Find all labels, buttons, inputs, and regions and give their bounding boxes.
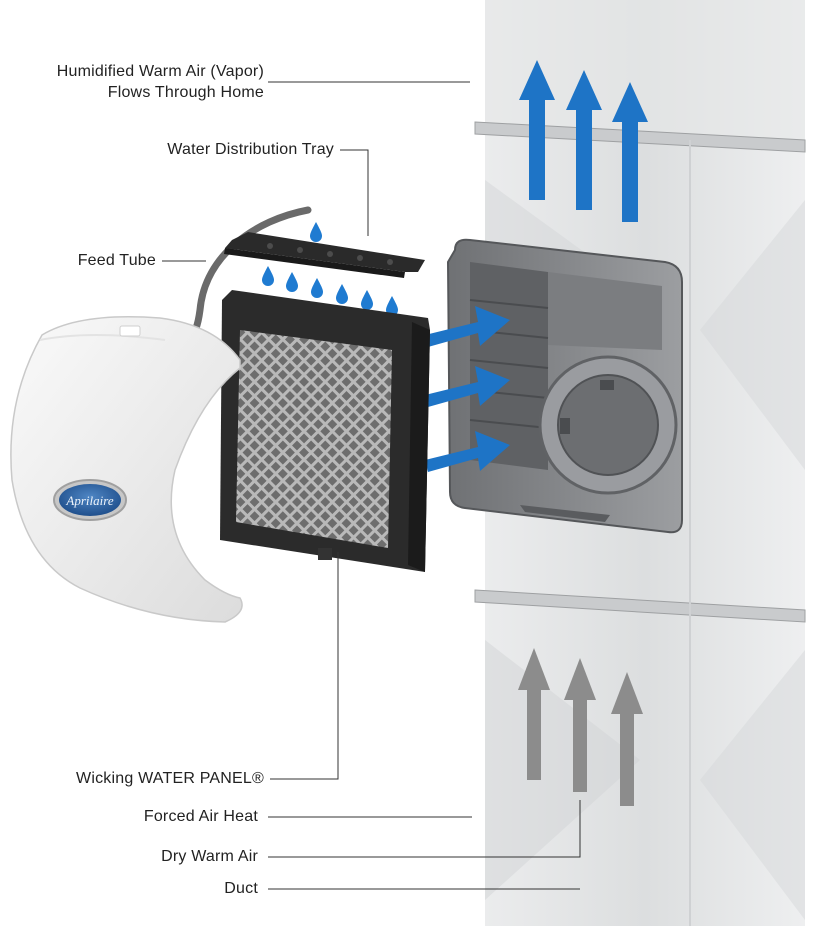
humidifier-housing [446,238,683,534]
water-drop-icon [386,296,398,316]
label-feed-tube: Feed Tube [77,252,156,269]
brand-logo-text: Aprilaire [65,493,113,508]
water-distribution-tray [224,232,425,278]
water-drop-icon [286,272,298,292]
humidified-air-arrows [519,60,648,222]
arrow-up-icon [566,70,602,210]
water-drop-icon [361,290,373,310]
leader-lines [162,81,581,890]
humidifier-cover: Aprilaire [10,316,243,623]
arrow-up-icon [519,60,555,200]
label-humidified-warm-air: Humidified Warm Air (Vapor) Flows Throug… [0,61,264,103]
label-forced-air-heat: Forced Air Heat [143,808,258,825]
water-drop-icon [310,222,322,242]
label-water-distribution-tray: Water Distribution Tray [167,141,334,158]
label-humidified-line1: Humidified Warm Air (Vapor) [56,63,264,80]
water-drops [262,222,398,316]
water-drop-icon [311,278,323,298]
airflow-arrows [425,306,510,472]
arrow-right-icon [425,431,510,472]
arrow-up-icon [518,648,550,780]
dry-air-arrows [518,648,643,806]
water-drop-icon [336,284,348,304]
label-duct: Duct [224,880,258,897]
arrow-right-icon [425,306,510,347]
arrow-right-icon [425,366,510,407]
arrow-up-icon [611,672,643,806]
label-wicking-water-panel: Wicking WATER PANEL® [76,770,264,787]
label-humidified-line2: Flows Through Home [107,84,264,101]
water-panel [220,290,430,572]
arrow-up-icon [612,82,648,222]
arrow-up-icon [564,658,596,792]
label-dry-warm-air: Dry Warm Air [161,848,258,865]
water-drop-icon [262,266,274,286]
